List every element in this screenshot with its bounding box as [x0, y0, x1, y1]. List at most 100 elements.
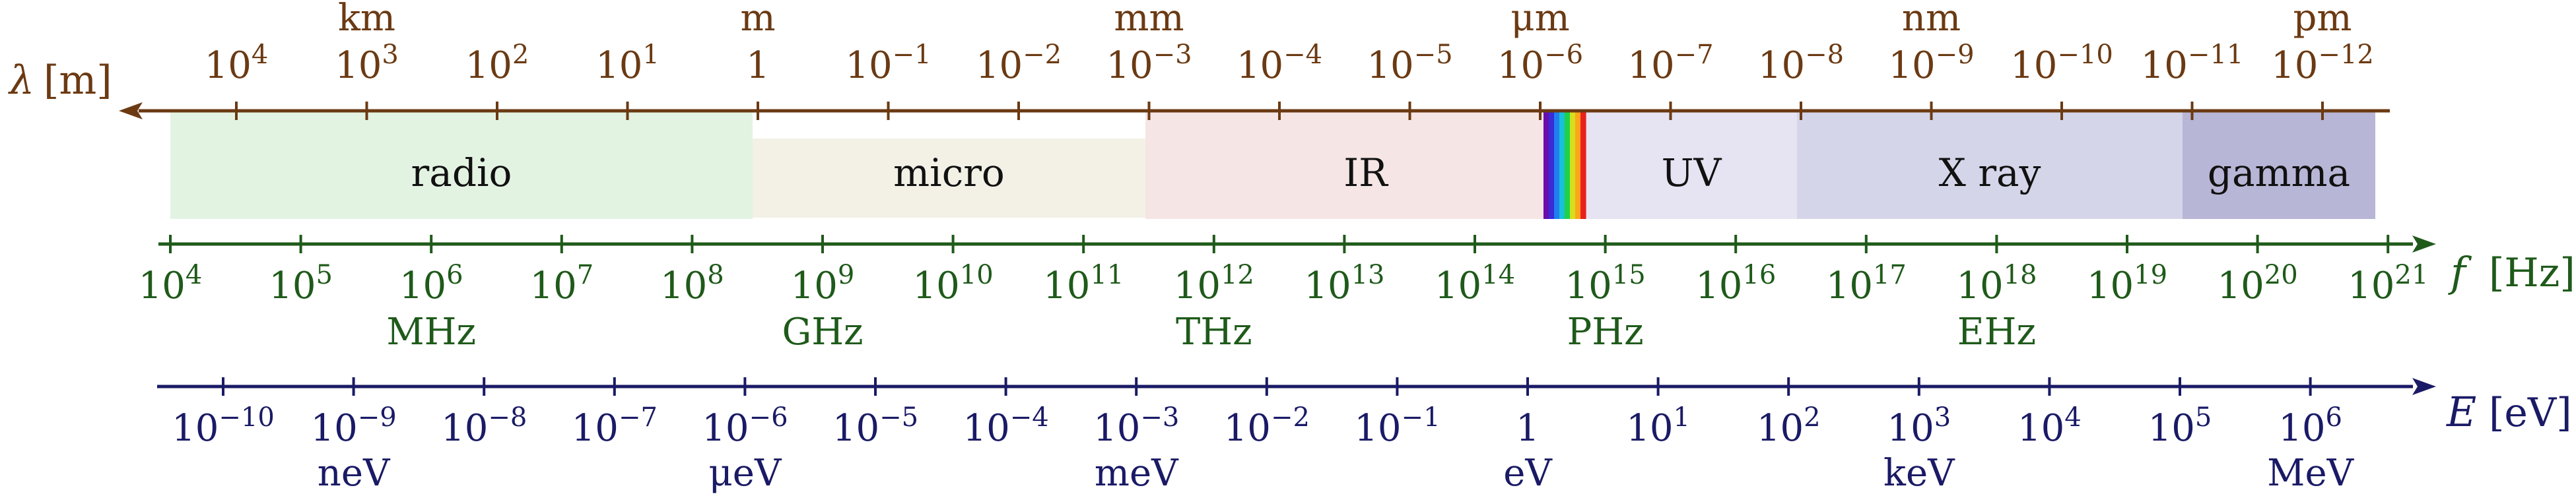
band-labels: radio micro IR UV X ray gamma: [411, 150, 2351, 195]
energy-tick-label: 10−10: [172, 402, 275, 450]
wavelength-axis-arrowhead: [119, 102, 143, 119]
band-label: X ray: [1939, 150, 2041, 195]
energy-tick-label: 103: [1887, 402, 1951, 450]
energy-tick-label: 102: [1757, 402, 1821, 450]
band-label: gamma: [2208, 150, 2350, 195]
frequency-tick-label: 1012: [1174, 260, 1254, 307]
wavelength-tick-label: 10−12: [2271, 40, 2374, 87]
energy-unit-name: keV: [1883, 452, 1955, 495]
rainbow-stripe: [1543, 111, 1549, 219]
energy-tick-label: 10−8: [441, 402, 527, 450]
rainbow-stripe: [1575, 111, 1581, 219]
frequency-unit-name: PHz: [1567, 311, 1644, 354]
energy-tick-label: 101: [1626, 402, 1690, 450]
wavelength-unit-name: nm: [1902, 0, 1961, 40]
rainbow-stripe: [1554, 111, 1560, 219]
wavelength-tick-label: 103: [335, 40, 399, 87]
wavelength-tick-label: 10−3: [1106, 40, 1192, 87]
energy-unit-name: μeV: [708, 452, 782, 495]
band-x-ray: [1797, 111, 2183, 219]
frequency-unit-name: EHz: [1957, 311, 2036, 354]
rainbow-stripe: [1580, 111, 1586, 219]
rainbow-stripe: [1565, 111, 1571, 219]
frequency-tick-label: 1018: [1956, 260, 2037, 307]
wavelength-tick-label: 10−7: [1627, 40, 1713, 87]
energy-tick-label: 10−4: [963, 402, 1048, 450]
energy-tick-label: 10−9: [310, 402, 396, 450]
frequency-tick-label: 1021: [2348, 260, 2428, 307]
wavelength-tick-label: 10−10: [2010, 40, 2113, 87]
wavelength-unit-name: pm: [2293, 0, 2352, 40]
energy-unit-name: MeV: [2267, 452, 2354, 495]
energy-tick-label: 104: [2017, 402, 2082, 450]
frequency-tick-label: 1015: [1565, 260, 1646, 307]
frequency-tick-label: 1013: [1304, 260, 1384, 307]
frequency-tick-label: 108: [660, 260, 724, 307]
wavelength-axis-symbol: λ: [8, 57, 34, 104]
wavelength-unit-name: mm: [1114, 0, 1184, 40]
frequency-tick-label: 1010: [913, 260, 994, 307]
wavelength-unit-name: μm: [1510, 0, 1570, 40]
energy-tick-label: 10−5: [832, 402, 918, 450]
wavelength-tick-label: 10−8: [1758, 40, 1844, 87]
band-label: micro: [893, 150, 1005, 195]
energy-tick-label: 106: [2278, 402, 2342, 450]
band-label: UV: [1662, 150, 1722, 195]
wavelength-tick-label: 10−9: [1888, 40, 1974, 87]
band-label: IR: [1343, 150, 1389, 195]
energy-tick-label: 10−1: [1354, 402, 1440, 450]
frequency-axis-symbol: f: [2448, 248, 2472, 296]
frequency-axis-arrowhead: [2412, 235, 2436, 253]
energy-tick-label: 10−7: [572, 402, 658, 450]
spectrum-bands: [170, 111, 2375, 219]
wavelength-tick-label: 10−2: [976, 40, 1062, 87]
frequency-axis: f [Hz] 104 105 106 107 108 109 1010 1011 1012 101…: [139, 235, 2575, 354]
frequency-tick-label: 109: [791, 260, 855, 307]
wavelength-tick-label: 101: [595, 40, 660, 87]
wavelength-unit-name: km: [338, 0, 395, 40]
energy-tick-label: 10−3: [1093, 402, 1179, 450]
energy-tick-label: 105: [2148, 402, 2212, 450]
rainbow-stripe: [1549, 111, 1555, 219]
frequency-tick-label: 106: [399, 260, 463, 307]
frequency-unit-name: GHz: [782, 311, 863, 354]
band-uv: [1586, 111, 1797, 219]
energy-axis-symbol: E: [2446, 388, 2476, 436]
energy-unit-name: neV: [318, 452, 391, 495]
frequency-tick-label: 104: [139, 260, 203, 307]
rainbow-stripe: [1570, 111, 1576, 219]
band-label: radio: [411, 150, 512, 195]
band-ir: [1145, 111, 1586, 219]
wavelength-axis-unit: [m]: [44, 57, 112, 104]
wavelength-tick-label: 104: [205, 40, 269, 87]
wavelength-tick-label: 10−6: [1497, 40, 1583, 87]
frequency-unit-name: THz: [1176, 311, 1252, 354]
frequency-unit-name: MHz: [386, 311, 476, 354]
frequency-tick-label: 1017: [1826, 260, 1907, 307]
frequency-tick-label: 1014: [1435, 260, 1515, 307]
band-gamma: [2183, 111, 2375, 219]
wavelength-tick-label: 10−4: [1237, 40, 1322, 87]
frequency-tick-label: 105: [269, 260, 333, 307]
energy-unit-name: meV: [1095, 452, 1179, 495]
energy-axis-unit: [eV]: [2489, 390, 2572, 436]
frequency-tick-label: 107: [529, 260, 593, 307]
frequency-axis-unit: [Hz]: [2489, 250, 2575, 296]
wavelength-tick-label: 10−11: [2141, 40, 2244, 87]
wavelength-axis: λ [m] 104 103 102 101 1 10−1 10−2 10−3 10−4 10−5 1…: [8, 0, 2390, 120]
band-micro: [753, 139, 1145, 218]
energy-unit-name: eV: [1503, 452, 1553, 495]
frequency-tick-label: 1020: [2218, 260, 2298, 307]
wavelength-tick-label: 102: [465, 40, 529, 87]
wavelength-tick-label: 10−5: [1367, 40, 1452, 87]
wavelength-unit-name: m: [740, 0, 775, 40]
band-radio: [170, 111, 753, 219]
wavelength-tick-label: 10−1: [845, 40, 931, 87]
wavelength-tick-label: 1: [746, 44, 770, 87]
frequency-tick-label: 1011: [1043, 260, 1124, 307]
visible-light-rainbow: [1543, 111, 1586, 219]
rainbow-stripe: [1559, 111, 1565, 219]
frequency-tick-label: 1016: [1695, 260, 1776, 307]
